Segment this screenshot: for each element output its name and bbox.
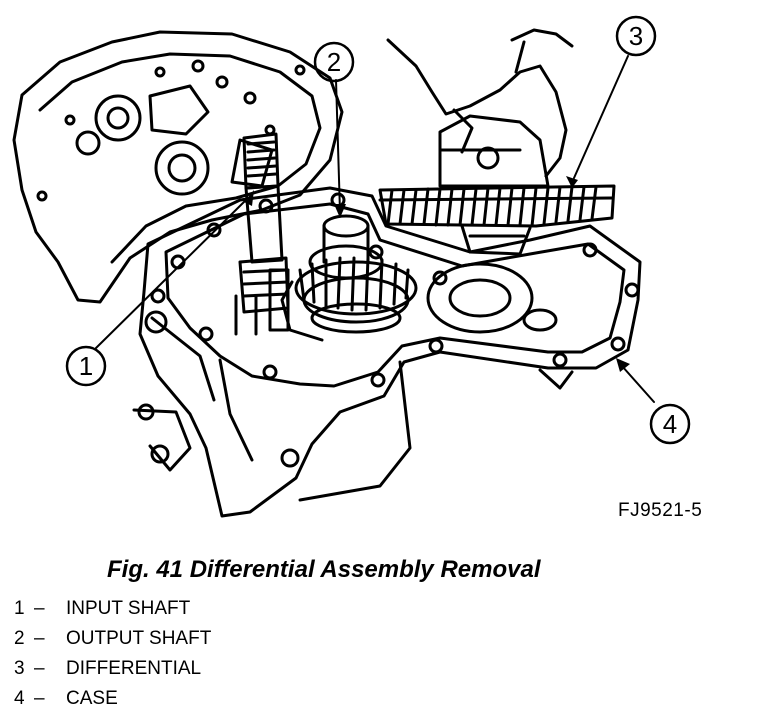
callout-circle-4 [649, 403, 691, 445]
callout-2: 2 [327, 47, 341, 77]
legend-number: 1 [14, 598, 25, 619]
legend: 1–INPUT SHAFT 2–OUTPUT SHAFT 3–DIFFERENT… [14, 594, 211, 714]
leader-line-2 [335, 79, 341, 213]
legend-label: INPUT SHAFT [66, 598, 191, 619]
legend-label: CASE [66, 688, 118, 709]
legend-item: 1–INPUT SHAFT [14, 594, 211, 624]
callout-circle-3 [615, 15, 657, 57]
callout-3: 3 [629, 21, 643, 51]
legend-item: 2–OUTPUT SHAFT [14, 624, 211, 654]
bell-housing [12, 30, 344, 304]
callout-1: 1 [79, 351, 93, 381]
leader-line-4 [621, 365, 655, 403]
output-shaft [234, 214, 418, 342]
leader-line-3 [573, 55, 629, 179]
figure-caption: Fig. 41 Differential Assembly Removal [107, 556, 541, 583]
shift-linkage [132, 310, 216, 472]
legend-item: 4–CASE [14, 684, 211, 714]
callout-4: 4 [663, 409, 677, 439]
legend-number: 2 [14, 628, 25, 649]
hand [386, 28, 574, 178]
case [138, 186, 642, 518]
callout-circle-1 [65, 345, 107, 387]
legend-dash: – [34, 628, 45, 649]
figure-id: FJ9521-5 [618, 500, 703, 521]
legend-number: 4 [14, 688, 25, 709]
leader-line-1 [95, 197, 249, 349]
arrowhead-2 [334, 204, 346, 218]
arrowhead-1 [244, 190, 254, 206]
input-shaft [238, 132, 290, 314]
arrowhead-4 [616, 358, 630, 372]
legend-dash: – [34, 688, 45, 709]
legend-dash: – [34, 598, 45, 619]
legend-label: OUTPUT SHAFT [66, 628, 212, 649]
legend-number: 3 [14, 658, 25, 679]
differential-assembly [378, 114, 616, 256]
transaxle-illustration: 1 2 3 4 [12, 15, 691, 518]
arrowhead-3 [566, 176, 578, 188]
legend-item: 3–DIFFERENTIAL [14, 654, 211, 684]
leader-lines [95, 55, 655, 403]
legend-label: DIFFERENTIAL [66, 658, 202, 679]
callout-circle-2 [313, 41, 355, 83]
legend-dash: – [34, 658, 45, 679]
